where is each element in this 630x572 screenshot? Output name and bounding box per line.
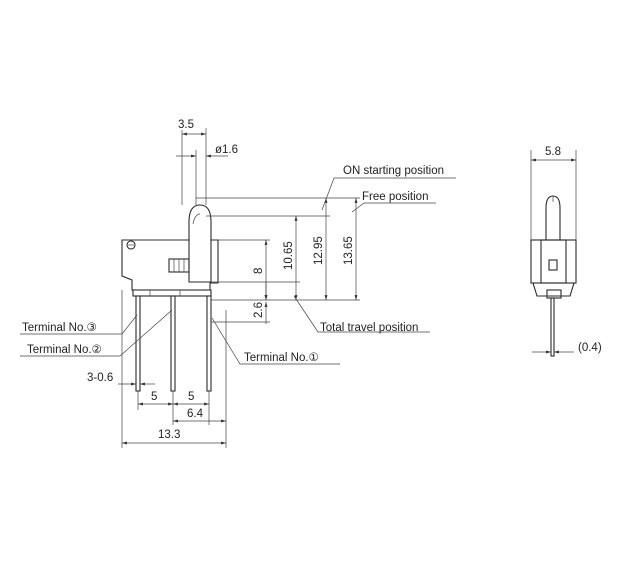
label-on-starting-position: ON starting position: [343, 165, 444, 177]
dim-pitch-right: 5: [173, 391, 209, 406]
front-view: [121, 130, 360, 392]
dim-height-10-65-text: 10.65: [283, 241, 295, 270]
side-view: 5.8 (0.4): [530, 146, 602, 357]
dim-height-10-65: 10.65: [283, 216, 298, 300]
label-free-position: Free position: [362, 191, 428, 203]
callout-terminal-2: Terminal No.②: [20, 309, 173, 357]
dim-lever-diameter: ø1.6: [176, 144, 238, 158]
label-total-travel-position: Total travel position: [320, 322, 418, 334]
terminal-1: [206, 295, 212, 392]
side-actuator: [545, 195, 561, 241]
dim-offset-6-4: 6.4: [173, 408, 226, 423]
callout-free-position: Free position: [351, 191, 436, 213]
label-terminal-3: Terminal No.③: [22, 322, 97, 334]
label-terminal-1: Terminal No.①: [244, 352, 319, 364]
dim-terminal-offset: 2.6: [253, 282, 268, 324]
dim-height-13-65-text: 13.65: [343, 236, 355, 265]
callout-on-starting: ON starting position: [321, 165, 456, 211]
base-plate: [132, 289, 212, 297]
dim-side-width-text: 5.8: [545, 146, 561, 158]
dim-lever-diameter-text: ø1.6: [215, 144, 238, 156]
dim-lever-width-text: 3.5: [178, 119, 194, 131]
dim-body-height: 8: [253, 240, 268, 300]
dim-height-13-65: 13.65: [343, 198, 358, 300]
dim-side-terminal-text: (0.4): [578, 342, 602, 354]
dim-terminal-width: 3-0.6: [87, 372, 155, 386]
callout-terminal-3: Terminal No.③: [20, 314, 138, 335]
dim-body-height-text: 8: [253, 268, 265, 274]
terminal-3: [135, 295, 141, 392]
dim-total-width-text: 13.3: [158, 429, 180, 441]
side-terminal: [550, 297, 555, 357]
dim-pitch-left-text: 5: [151, 391, 157, 403]
dim-total-width: 13.3: [122, 429, 226, 445]
dim-terminal-offset-text: 2.6: [253, 302, 265, 318]
callout-terminal-1: Terminal No.①: [211, 317, 340, 365]
dim-pitch-left: 5: [138, 391, 173, 406]
mounting-hole: [126, 240, 136, 250]
dim-offset-6-4-text: 6.4: [187, 408, 204, 420]
label-terminal-2: Terminal No.②: [27, 344, 102, 356]
dim-height-12-95: 12.95: [313, 198, 328, 300]
dim-lever-width: 3.5: [178, 119, 207, 150]
dim-terminal-width-text: 3-0.6: [87, 372, 113, 384]
callout-total-travel: Total travel position: [293, 295, 430, 334]
dim-pitch-right-text: 5: [188, 391, 194, 403]
dim-height-12-95-text: 12.95: [313, 236, 325, 265]
side-body: [530, 239, 577, 284]
actuator-housing: [188, 204, 212, 283]
